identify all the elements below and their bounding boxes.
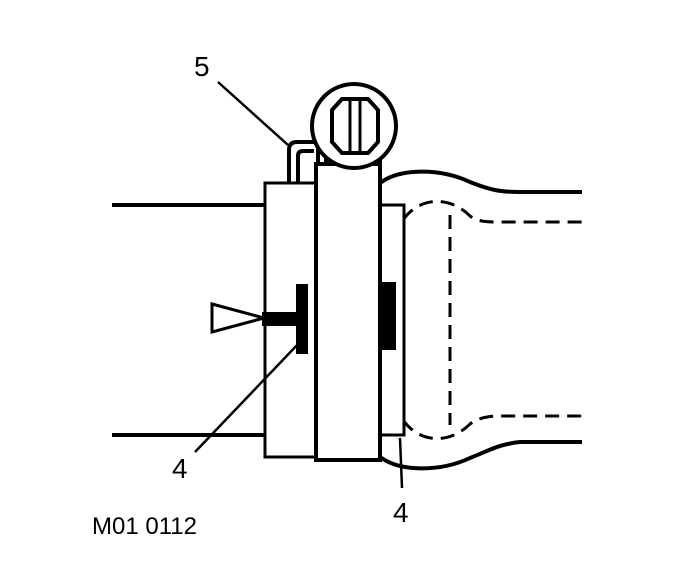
hose-inner-bottom-bulge (401, 414, 582, 440)
alignment-mark-left-bar (296, 284, 308, 354)
hose-top-outline (378, 169, 582, 194)
clamp-hook-inner (296, 149, 314, 183)
figure-id: M01 0112 (92, 513, 197, 540)
leader-line-4-left (194, 341, 301, 453)
alignment-mark-right-bar (382, 282, 396, 350)
callout-label-4-right: 4 (393, 497, 409, 528)
leader-lines (194, 81, 404, 489)
hose (378, 169, 582, 471)
alignment-marks (262, 282, 396, 354)
left-pipe (112, 203, 266, 437)
hose-inner-top-bulge (401, 200, 582, 224)
alignment-mark-left-stub (262, 312, 296, 326)
leader-line-5 (217, 81, 289, 146)
screw-hex-icon (330, 97, 380, 155)
clamp-band (314, 162, 382, 462)
hose-bottom-outline (378, 440, 582, 471)
callout-label-4-left: 4 (172, 453, 188, 484)
clamp-screw (310, 82, 398, 170)
leader-line-4-right (398, 437, 404, 489)
callout-label-5: 5 (194, 51, 210, 82)
pointer-arrow-icon (210, 302, 270, 334)
